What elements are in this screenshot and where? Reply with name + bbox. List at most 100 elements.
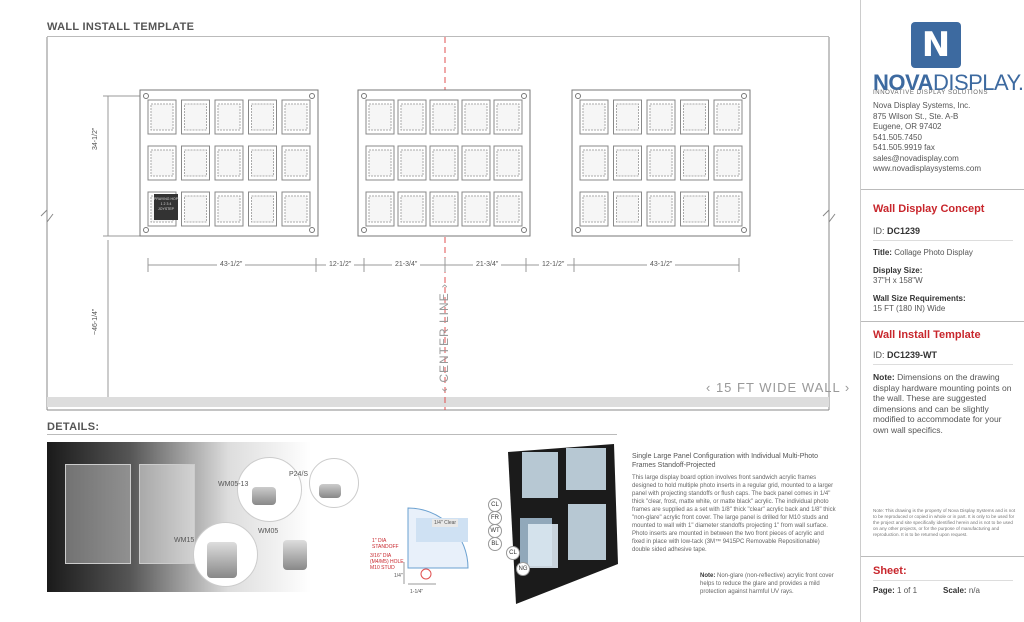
photo-insert	[284, 103, 308, 131]
description-body: This large display board option involves…	[632, 475, 836, 553]
concept-heading: Wall Display Concept	[873, 203, 985, 215]
template-id: ID: DC1239-WT	[873, 350, 938, 360]
standoff-svg	[403, 507, 469, 585]
standoff-mark	[143, 93, 149, 99]
photo-insert	[284, 195, 308, 223]
dim-5: 12-1/2"	[539, 261, 568, 268]
photo-insert	[284, 149, 308, 177]
height-dim-bottom: ~46-1/4"	[92, 308, 99, 335]
template-note: Note: Dimensions on the drawing display …	[873, 372, 1012, 435]
photo-insert	[432, 149, 456, 177]
fax: 541.505.9919 fax	[873, 143, 935, 152]
photo-insert	[368, 103, 392, 131]
photo-insert	[496, 195, 520, 223]
wall-svg	[40, 37, 836, 411]
label-p245: P24/S	[289, 471, 309, 478]
address-2: Eugene, OR 97402	[873, 122, 942, 131]
sidebar-rule-4	[873, 364, 1013, 365]
scale-field: Scale: n/a	[943, 586, 980, 595]
photo-insert	[217, 103, 241, 131]
photo-insert	[616, 103, 639, 131]
photo-insert	[251, 103, 274, 131]
photo-insert	[432, 195, 456, 223]
wall-req-field: Wall Size Requirements:15 FT (180 IN) Wi…	[873, 294, 966, 313]
photo-insert	[368, 149, 392, 177]
photo-insert	[716, 103, 740, 131]
photo-insert	[217, 195, 241, 223]
description-note: Note: Non-glare (non-reflective) acrylic…	[700, 573, 834, 595]
photo-insert	[716, 195, 740, 223]
standoff-mark	[361, 227, 367, 233]
dim-2: 12-1/2"	[326, 261, 355, 268]
photo-insert	[616, 149, 639, 177]
dim-1: 43-1/2"	[217, 261, 246, 268]
photo-insert	[251, 195, 274, 223]
photo-insert	[184, 195, 207, 223]
standoff-mark	[741, 93, 747, 99]
logo-mark: N	[911, 22, 961, 68]
title-block: N NOVADISPLAY. INNOVATIVE DISPLAY SOLUTI…	[860, 0, 1024, 622]
tag-bl: BL	[488, 537, 502, 551]
sample-photo: PRAYING HOPE 1 2 3 4 JOYSTEP	[154, 194, 180, 220]
photo-insert	[368, 195, 392, 223]
dim-6: 43-1/2"	[647, 261, 676, 268]
label-wm15: WM15	[174, 537, 195, 544]
phone: 541.505.7450	[873, 132, 922, 142]
brand-name: NOVADISPLAY.	[873, 70, 1024, 95]
concept-id: ID: DC1239	[873, 226, 921, 236]
email-link[interactable]: sales@novadisplay.com	[873, 153, 959, 163]
wall-template-title: WALL INSTALL TEMPLATE	[47, 21, 195, 33]
photo-insert	[400, 103, 424, 131]
photo-insert	[649, 103, 673, 131]
standoff-mark	[521, 227, 527, 233]
wall-drawing	[40, 37, 836, 411]
details-title: DETAILS:	[47, 421, 100, 433]
sidebar-rule-6	[873, 580, 1013, 581]
tag-cl: CL	[488, 498, 502, 512]
photo-insert	[649, 149, 673, 177]
sidebar-rule-5	[861, 556, 1024, 557]
page-field: Page: 1 of 1	[873, 586, 918, 595]
photo-insert	[184, 103, 207, 131]
photo-insert	[582, 195, 606, 223]
photo-insert	[464, 195, 488, 223]
board-svg	[508, 444, 618, 604]
description-title: Single Large Panel Configuration with In…	[632, 453, 818, 469]
standoff-mark	[143, 227, 149, 233]
label-wm05: WM05	[258, 528, 279, 535]
photo-insert	[400, 149, 424, 177]
standoff-mark	[361, 93, 367, 99]
size-field: Display Size:37"H x 158"W	[873, 266, 923, 285]
tag-ng: NG	[516, 562, 530, 576]
standoff-mark	[309, 93, 315, 99]
sheet-heading: Sheet:	[873, 565, 907, 577]
photo-insert	[150, 103, 174, 131]
photo-insert	[464, 149, 488, 177]
standoff-drawing	[368, 498, 484, 598]
tag-cl2: CL	[506, 546, 520, 560]
standoff-mark	[521, 93, 527, 99]
company-name: Nova Display Systems, Inc.	[873, 101, 971, 110]
photo-insert	[432, 103, 456, 131]
details-rule	[47, 434, 617, 435]
sidebar-rule-3	[861, 321, 1024, 322]
drawing-dim-a: 1/4"	[394, 573, 403, 579]
standoff-mark	[575, 93, 581, 99]
drawing-hole: 3/16" DIA (M4/M5) HOLE M10 STUD	[370, 553, 404, 571]
legal-note: Note: This drawing is the property of No…	[873, 508, 1016, 537]
board-photo	[494, 444, 618, 604]
photo-insert	[496, 149, 520, 177]
dim-3: 21-3/4"	[392, 261, 421, 268]
photo-insert	[716, 149, 740, 177]
standoff-mark	[741, 227, 747, 233]
title-rule	[47, 36, 829, 37]
drawing-standoff: 1" DIA STANDOFF	[372, 538, 399, 550]
drawing-clear: 1/4" Clear	[432, 519, 459, 527]
contact-block: Nova Display Systems, Inc. 875 Wilson St…	[873, 101, 981, 175]
standoff-mark	[309, 227, 315, 233]
sidebar-rule-2	[873, 240, 1013, 241]
center-line-label: ‹ CENTER LINE ›	[437, 282, 451, 392]
photo-insert	[400, 195, 424, 223]
sidebar-rule-1	[861, 189, 1024, 190]
website-link[interactable]: www.novadisplaysystems.com	[873, 164, 982, 173]
